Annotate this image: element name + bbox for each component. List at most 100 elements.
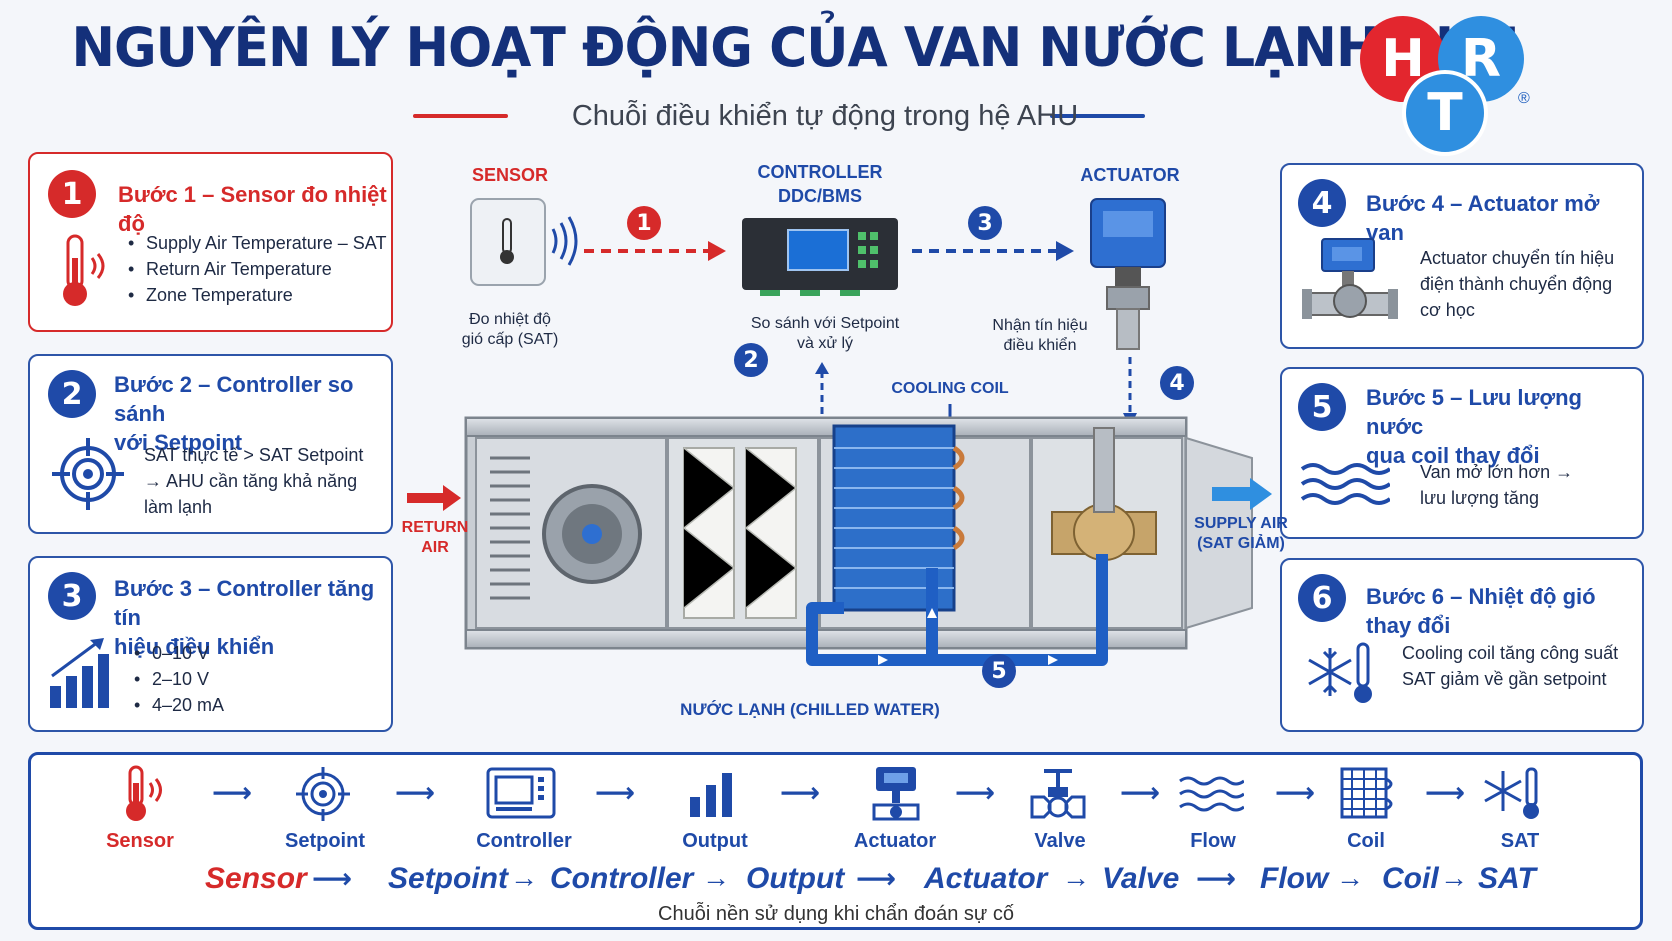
sensor-label: SENSOR [471, 165, 549, 185]
controller-text-line: So sánh với Setpoint [750, 315, 900, 332]
flow-word-sensor: Sensor [205, 862, 307, 895]
step-3-card: 3 Bước 3 – Controller tăng tín hiệu điều… [28, 556, 393, 732]
chain-flow-row: Sensor ⟶ Setpoint → Controller → Output … [0, 862, 1672, 902]
flow-word-coil: Coil [1382, 862, 1439, 895]
step-2-title: Bước 2 – Controller so sánh với Setpoint [114, 370, 391, 457]
chain-arrow-row: ⟶ ⟶ ⟶ ⟶ ⟶ ⟶ ⟶ ⟶ [0, 777, 1672, 810]
chain-label-coil: Coil [1347, 830, 1385, 852]
step-3-title: Bước 3 – Controller tăng tín hiệu điều k… [114, 574, 391, 661]
actuator-label: ACTUATOR [1080, 165, 1180, 185]
chain-label-sensor: Sensor [106, 830, 174, 852]
list-item: 2–10 V [134, 666, 224, 692]
step-3-title-line: Bước 3 – Controller tăng tín [114, 576, 375, 630]
return-air-line: AIR [421, 539, 449, 556]
marker-4: 4 [1160, 366, 1194, 400]
arrow-sensor-to-controller [584, 241, 726, 261]
bar-chart-icon [50, 638, 109, 708]
sensor-text-line: gió cấp (SAT) [461, 331, 559, 348]
flow-arrow: → [702, 862, 730, 893]
chain-label-flow: Flow [1190, 830, 1236, 852]
step-2-badge: 2 [48, 370, 96, 418]
logo-letter-t: T [1402, 70, 1488, 156]
hrt-logo: H R T ® [1360, 14, 1530, 156]
step-1-badge: 1 [48, 170, 96, 218]
snowflake-thermometer-icon [1484, 767, 1539, 819]
marker-1: 1 [627, 206, 661, 240]
marker-5: 5 [982, 654, 1016, 688]
chain-label-sat: SAT [1500, 830, 1540, 852]
step-5-card: 5 Bước 5 – Lưu lượng nước qua coil thay … [1280, 367, 1644, 539]
controller-icon [486, 767, 556, 819]
page-title: NGUYÊN LÝ HOẠT ĐỘNG CỦA VAN NƯỚC LẠNH AH… [71, 16, 1519, 80]
chain-label-controller: Controller [476, 830, 572, 852]
logo-registered: ® [1518, 90, 1530, 107]
thermometer-icon [63, 234, 105, 306]
step-6-badge: 6 [1298, 574, 1346, 622]
sensor-text: Đo nhiệt độ gió cấp (SAT) [440, 310, 580, 350]
page-subtitle: Chuỗi điều khiển tự động trong hệ AHU [571, 100, 1079, 132]
list-item: 4–20 mA [134, 692, 224, 718]
target-icon [52, 438, 124, 510]
step-6-text-line: SAT giảm về gần setpoint [1402, 669, 1607, 689]
step-1-list: Supply Air Temperature – SAT Return Air … [128, 230, 386, 308]
snowflake-thermometer-icon [1308, 642, 1372, 703]
cooling-coil-label: COOLING COIL [891, 380, 1009, 397]
return-air-arrow [407, 485, 461, 511]
flow-word-actuator: Actuator [924, 862, 1048, 895]
arrow-ahu-to-controller [815, 362, 829, 414]
sensor-text-line: Đo nhiệt độ [469, 311, 551, 328]
return-air-label: RETURN AIR [400, 518, 470, 558]
chain-arrow-icon: ⟶ [1120, 777, 1161, 808]
subtitle-line-right [1050, 114, 1145, 118]
step-2-title-line: với Setpoint [114, 430, 243, 455]
actuator-text-line: Nhận tín hiệu [992, 317, 1088, 334]
step-4-text-line: Actuator chuyển tín hiệu [1420, 248, 1615, 268]
step-5-title: Bước 5 – Lưu lượng nước qua coil thay đổ… [1366, 383, 1642, 470]
step-2-title-line: Bước 2 – Controller so sánh [114, 372, 354, 426]
step-5-title-line: Bước 5 – Lưu lượng nước [1366, 385, 1582, 439]
chain-note: Chuỗi nền sử dụng khi chẩn đoán sự cố [658, 903, 1014, 925]
water-waves-icon [1300, 463, 1390, 505]
flow-word-controller: Controller [550, 862, 694, 895]
step-6-card: 6 Bước 6 – Nhiệt độ gió thay đổi Cooling… [1280, 558, 1644, 732]
step-4-badge: 4 [1298, 179, 1346, 227]
chain-arrow-icon: ⟶ [212, 777, 253, 808]
thermometer-icon [126, 765, 162, 821]
step-5-title-line: qua coil thay đổi [1366, 443, 1540, 468]
target-icon [296, 767, 350, 821]
valve-icon [1030, 769, 1086, 819]
coil-icon [1340, 767, 1393, 819]
supply-air-label: SUPPLY AIR (SAT GIẢM) [1186, 514, 1296, 554]
list-item: Zone Temperature [128, 282, 386, 308]
actuator-device [1090, 198, 1166, 350]
flow-arrow: ⟶ [1196, 863, 1237, 894]
marker-3: 3 [968, 206, 1002, 240]
flow-arrow: → [1440, 862, 1468, 893]
arrow-controller-to-actuator [912, 241, 1074, 261]
chain-arrow-icon: ⟶ [595, 777, 636, 808]
ahu-unit [464, 416, 1253, 666]
flow-word-setpoint: Setpoint [388, 862, 508, 895]
supply-air-line: (SAT GIẢM) [1197, 535, 1285, 552]
marker-2: 2 [734, 343, 768, 377]
control-chain-box [28, 752, 1643, 930]
flow-arrow: → [1062, 862, 1090, 893]
subtitle-line-left [413, 114, 508, 118]
step-6-text: Cooling coil tăng công suất SAT giảm về … [1402, 640, 1618, 692]
step-6-text-line: Cooling coil tăng công suất [1402, 643, 1619, 663]
chain-label-output: Output [682, 830, 748, 852]
controller-label: CONTROLLER DDC/BMS [740, 160, 900, 208]
chain-arrow-icon: ⟶ [1425, 777, 1466, 808]
step-3-list: 0–10 V 2–10 V 4–20 mA [134, 640, 224, 718]
step-4-text: Actuator chuyển tín hiệu điện thành chuy… [1420, 245, 1614, 323]
step-4-card: 4 Bước 4 – Actuator mở van Actuator chuy… [1280, 163, 1644, 349]
chain-arrow-icon: ⟶ [780, 777, 821, 808]
step-6-title: Bước 6 – Nhiệt độ gió thay đổi [1366, 584, 1596, 638]
chain-arrow-icon: ⟶ [955, 777, 996, 808]
step-1-card: 1 Bước 1 – Sensor đo nhiệt độ Supply Air… [28, 152, 393, 332]
step-2-text: SAT thực tế > SAT Setpoint → AHU cần tăn… [144, 442, 363, 520]
flow-arrow: ⟶ [856, 863, 897, 894]
return-air-line: RETURN [401, 519, 469, 536]
step-5-text: Van mở lớn hơn → lưu lượng tăng [1420, 459, 1573, 511]
controller-label-line: DDC/BMS [778, 186, 862, 206]
